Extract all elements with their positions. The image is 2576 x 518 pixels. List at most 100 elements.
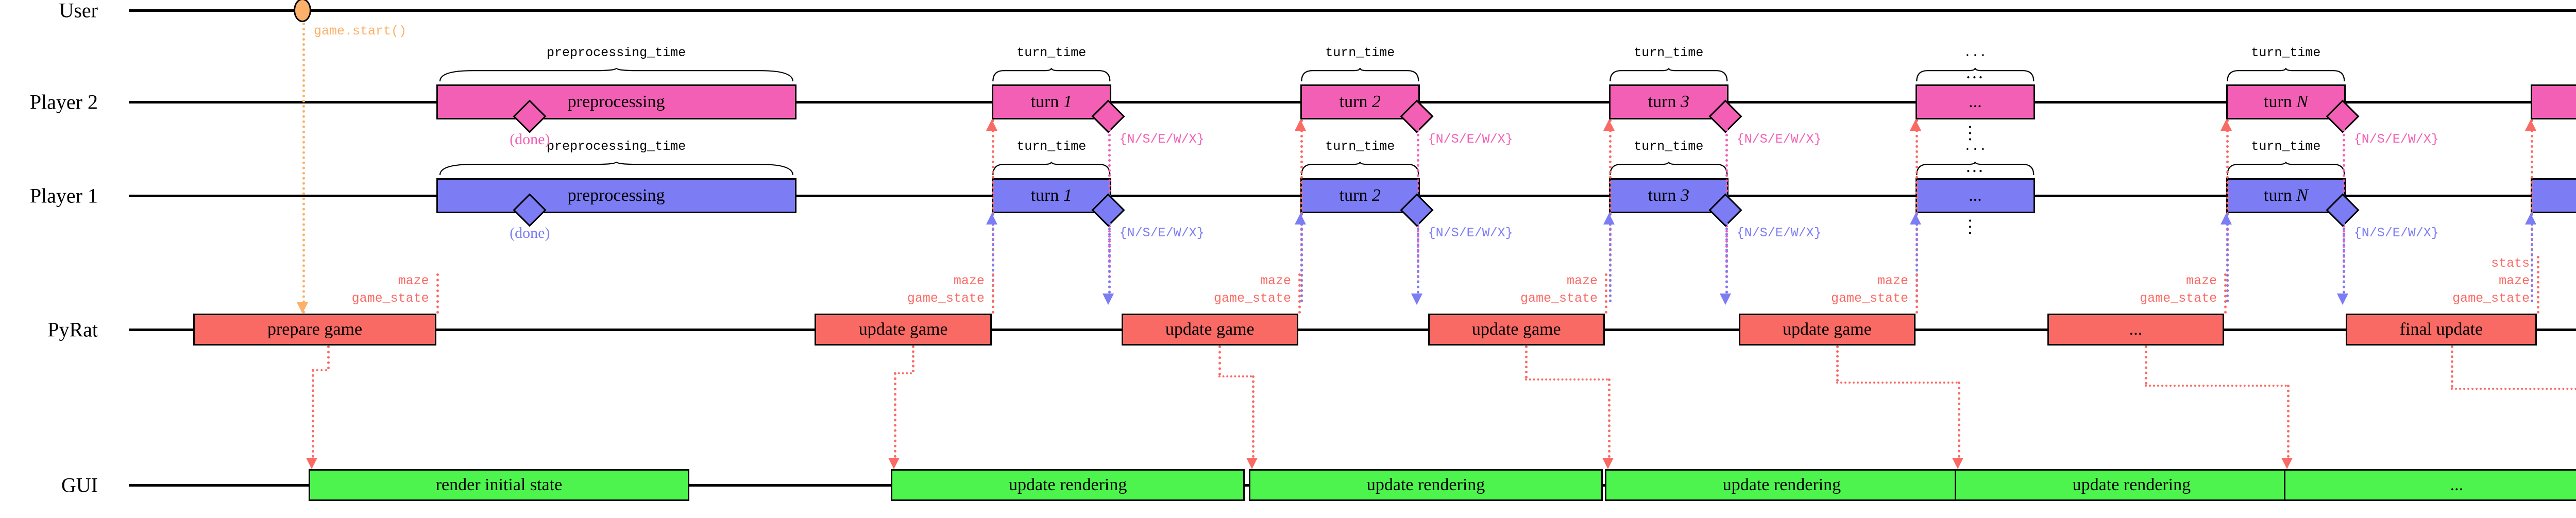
player2-brace-3 (1609, 68, 1728, 81)
pyrat-block-label-5: ... (2129, 320, 2143, 339)
player2-brace-1 (992, 68, 1111, 81)
player2-brace-label-4: ... (1963, 45, 1987, 60)
pyrat-to-gui-h-2 (1218, 375, 1252, 377)
player1-reply-arrow-5 (2336, 293, 2348, 305)
player2-block-5[interactable]: turn N (2226, 84, 2346, 119)
user-start-line (302, 23, 306, 314)
to-p1-arrow-4 (2221, 213, 2232, 225)
player2-block-label-0: preprocessing (567, 92, 665, 111)
pyrat-to-gui-v1-3 (1525, 346, 1528, 378)
player1-reply-arrow-3 (1719, 293, 1731, 305)
player1-brace-2 (1300, 162, 1420, 175)
pyrat-block-5[interactable]: ... (2047, 314, 2225, 346)
player1-brace-label-3: turn_time (1634, 139, 1704, 154)
pyrat-send-label-2-0: maze (1260, 273, 1291, 288)
player2-block-0[interactable]: preprocessing (436, 84, 796, 119)
to-p2-arrow-3 (1910, 119, 1922, 131)
player2-brace-label-5: turn_time (2251, 45, 2321, 60)
to-p1-line-0 (991, 213, 994, 302)
gui-block-label-3: update rendering (1722, 475, 1841, 494)
pyrat-to-gui-h-4 (1836, 382, 1958, 384)
player2-brace-label-0: preprocessing_time (547, 45, 686, 60)
player2-reply-label-3: {N/S/E/W/X} (1736, 132, 1822, 147)
gui-block-5[interactable]: ... (2283, 469, 2576, 501)
player2-ellipsis-bottom-4: ... (1964, 125, 1986, 143)
player2-reply-label-1: {N/S/E/W/X} (1119, 132, 1205, 147)
pyrat-block-4[interactable]: update game (1738, 314, 1916, 346)
to-p1-arrow-2 (1603, 213, 1615, 225)
player2-block-label-3: turn 3 (1648, 92, 1689, 111)
pyrat-send-line-0 (436, 273, 439, 314)
to-p1-line-4 (2226, 213, 2229, 302)
to-p2-line-5 (2531, 119, 2534, 302)
pyrat-block-6[interactable]: final update (2345, 314, 2537, 346)
lane-label-user: User (59, 0, 98, 22)
to-p2-line-1 (1300, 119, 1303, 302)
lane-label-pyrat: PyRat (47, 318, 98, 341)
player1-block-0[interactable]: preprocessing (436, 178, 796, 213)
player2-block-1[interactable]: turn 1 (991, 84, 1111, 119)
pyrat-block-3[interactable]: update game (1428, 314, 1605, 346)
player1-brace-5 (2226, 162, 2346, 175)
player2-brace-label-1: turn_time (1016, 45, 1087, 60)
pyrat-send-label-6-0: stats (2491, 256, 2530, 271)
gui-block-2[interactable]: update rendering (1249, 469, 1603, 501)
gui-block-4[interactable]: update rendering (1954, 469, 2309, 501)
to-p1-arrow-5 (2525, 213, 2537, 225)
player2-done-note-0: (done) (510, 131, 550, 148)
pyrat-to-gui-v1-6 (2451, 346, 2453, 388)
player1-brace-4 (1916, 162, 2035, 175)
pyrat-send-label-6-1: maze (2499, 273, 2530, 288)
player1-block-label-0: preprocessing (567, 186, 665, 205)
gui-block-1[interactable]: update rendering (891, 469, 1245, 501)
player1-reply-label-1: {N/S/E/W/X} (1119, 226, 1205, 240)
player2-block-label-4: ... (1969, 92, 1982, 111)
pyrat-to-gui-arrow-3 (1602, 458, 1614, 469)
player1-block-1[interactable]: turn 1 (991, 178, 1111, 213)
user-start-node[interactable] (294, 0, 312, 22)
pyrat-block-2[interactable]: update game (1121, 314, 1298, 346)
to-p1-line-3 (1916, 213, 1919, 302)
pyrat-to-gui-h-6 (2451, 388, 2576, 390)
player1-block-4[interactable]: ... (1916, 178, 2035, 213)
pyrat-to-gui-v1-0 (327, 346, 330, 369)
player1-block-label-5: turn N (2263, 186, 2308, 205)
pyrat-send-line-6 (2537, 256, 2540, 314)
pyrat-to-gui-v1-1 (912, 346, 915, 372)
pyrat-block-1[interactable]: update game (815, 314, 992, 346)
to-p1-arrow-1 (1294, 213, 1306, 225)
player2-block-6[interactable]: postprocessing (2531, 84, 2576, 119)
pyrat-to-gui-arrow-1 (888, 458, 900, 469)
player1-block-5[interactable]: turn N (2226, 178, 2346, 213)
pyrat-send-label-0-1: game_state (351, 291, 429, 306)
player1-block-label-2: turn 2 (1339, 186, 1381, 205)
player1-brace-label-5: turn_time (2251, 139, 2321, 154)
pyrat-to-gui-v2-5 (2286, 385, 2290, 458)
player2-block-label-2: turn 2 (1339, 92, 1381, 111)
lane-label-gui: GUI (61, 473, 98, 497)
lifeline-user (129, 9, 2576, 12)
pyrat-block-0[interactable]: prepare game (193, 314, 436, 346)
gui-block-0[interactable]: render initial state (309, 469, 689, 501)
to-p1-line-2 (1609, 213, 1612, 302)
lane-label-player1: Player 1 (29, 184, 98, 208)
gui-block-label-2: update rendering (1366, 475, 1485, 494)
to-p1-arrow-3 (1910, 213, 1922, 225)
to-p2-line-0 (991, 119, 994, 302)
pyrat-send-label-6-2: game_state (2452, 291, 2530, 306)
player1-reply-label-5: {N/S/E/W/X} (2353, 226, 2439, 240)
player1-brace-label-1: turn_time (1016, 139, 1087, 154)
player1-reply-arrow-2 (1411, 293, 1422, 305)
pyrat-to-gui-h-5 (2144, 385, 2287, 387)
to-p2-arrow-4 (2221, 119, 2232, 131)
pyrat-to-gui-v1-5 (2144, 346, 2147, 385)
player2-reply-label-5: {N/S/E/W/X} (2353, 132, 2439, 147)
player1-reply-arrow-1 (1102, 293, 1114, 305)
player1-reply-label-2: {N/S/E/W/X} (1428, 226, 1513, 240)
player1-block-6[interactable]: postprocessing (2531, 178, 2576, 213)
gui-block-3[interactable]: update rendering (1605, 469, 1959, 501)
player2-block-label-1: turn 1 (1030, 92, 1072, 111)
player2-block-4[interactable]: ... (1916, 84, 2035, 119)
to-p2-line-3 (1916, 119, 1919, 302)
pyrat-to-gui-arrow-2 (1246, 458, 1258, 469)
